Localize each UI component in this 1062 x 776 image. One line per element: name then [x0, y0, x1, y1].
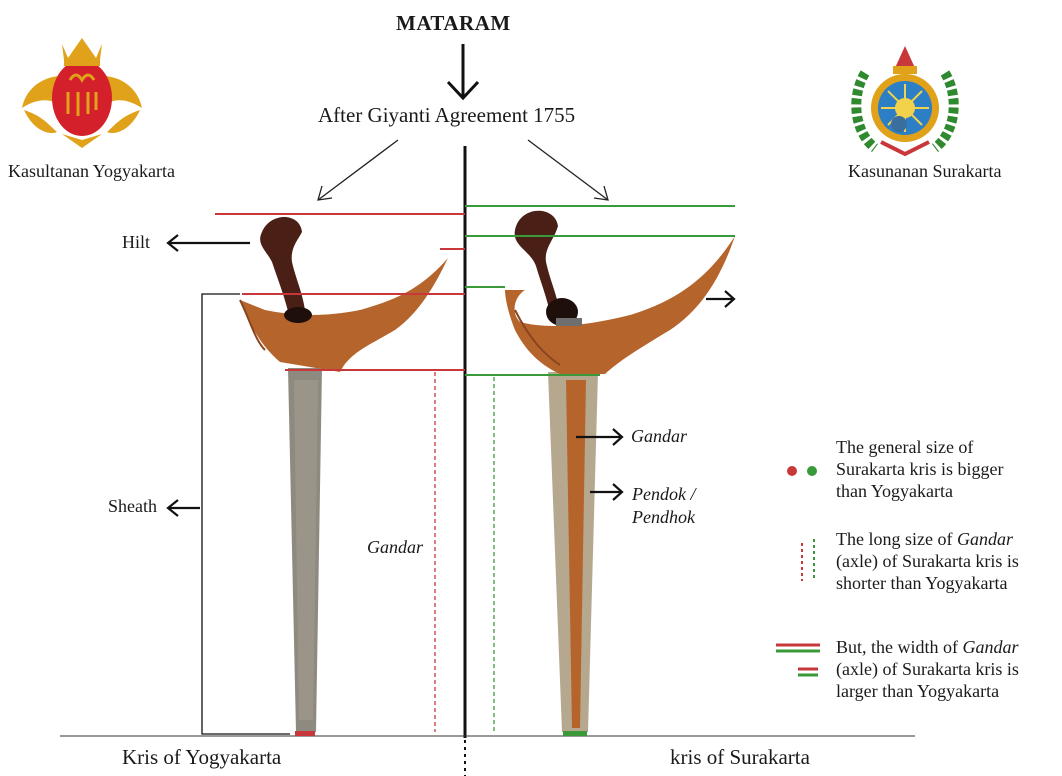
legend-2-em: Gandar [957, 529, 1013, 549]
pendok-label-line1: Pendok / [632, 485, 695, 505]
legend-1-line-3: than Yogyakarta [836, 480, 1062, 502]
yogyakarta-emblem [22, 38, 142, 148]
legend-item-gandar-width: But, the width of Gandar (axle) of Surak… [836, 636, 1062, 702]
pendok-label-line2: Pendhok [632, 508, 695, 528]
left-branch-arrow [318, 140, 398, 200]
legend-dot-red [787, 466, 797, 476]
legend-item-gandar-length: The long size of Gandar (axle) of Suraka… [836, 528, 1062, 594]
surakarta-emblem [856, 46, 953, 154]
legend-2-pre: The long size of [836, 529, 957, 549]
legend-2-line-3: shorter than Yogyakarta [836, 572, 1062, 594]
hilt-arrow [168, 235, 250, 251]
gandar-label-right: Gandar [631, 427, 687, 447]
hilt-label: Hilt [122, 233, 150, 253]
right-branch-arrow [528, 140, 608, 200]
legend-3-line-2: (axle) of Surakarta kris is [836, 658, 1062, 680]
yogyakarta-caption: Kris of Yogyakarta [122, 746, 281, 769]
surakarta-caption: kris of Surakarta [670, 746, 810, 769]
surakarta-emblem-label: Kasunanan Surakarta [848, 162, 1001, 182]
sheath-bracket [202, 294, 290, 734]
sheath-arrow [168, 500, 200, 516]
legend-item-general-size: The general size of Surakarta kris is bi… [836, 436, 1062, 502]
legend-2-line-2: (axle) of Surakarta kris is [836, 550, 1062, 572]
legend-1-line-2: Surakarta kris is bigger [836, 458, 1062, 480]
surakarta-kris [505, 211, 735, 736]
gandar-label-left: Gandar [367, 538, 423, 558]
yogyakarta-hilt [260, 217, 306, 320]
sheath-label: Sheath [108, 497, 157, 517]
title-down-arrow [448, 44, 478, 98]
yogyakarta-wrangka [240, 258, 448, 372]
legend-dot-green [807, 466, 817, 476]
yogyakarta-emblem-label: Kasultanan Yogyakarta [8, 162, 175, 182]
legend-3-em: Gandar [963, 637, 1019, 657]
legend-3-pre: But, the width of [836, 637, 963, 657]
subtitle: After Giyanti Agreement 1755 [318, 104, 575, 127]
wrangka-tip-arrow [706, 291, 734, 307]
legend-1-line-1: The general size of [836, 436, 1062, 458]
main-title: MATARAM [396, 12, 511, 35]
legend-3-line-3: larger than Yogyakarta [836, 680, 1062, 702]
